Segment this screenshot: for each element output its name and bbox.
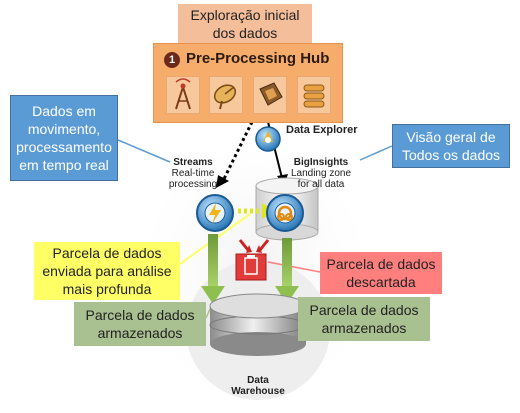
stored-right-line-2: armazenados xyxy=(321,320,407,336)
deep-analysis-callout: Parcela de dados enviada para análise ma… xyxy=(34,242,180,300)
deep-line-2: enviada para análise xyxy=(42,263,172,279)
stored-data-right-callout: Parcela de dados armazenados xyxy=(298,297,430,341)
biginsights-callout-connector xyxy=(359,145,393,161)
stored-left-line-1: Parcela de dados xyxy=(85,307,195,323)
discarded-data-callout: Parcela de dados descartada xyxy=(320,252,442,294)
moving-line-4: em tempo real xyxy=(19,157,109,173)
biginsights-line-3: for all data xyxy=(297,179,345,190)
title-line-1: Exploração inicial xyxy=(190,7,300,23)
data-overview-callout: Visão geral de Todos os dados xyxy=(392,124,510,168)
data-explorer-label: Data Explorer xyxy=(286,124,358,136)
streams-line-2: Real-time xyxy=(171,168,215,179)
streams-gear-icon xyxy=(196,194,234,232)
stored-right-line-1: Parcela de dados xyxy=(309,302,419,318)
moving-line-2: movimento, xyxy=(27,121,101,137)
moving-line-3: processamento xyxy=(16,139,112,155)
discarded-line-1: Parcela de dados xyxy=(326,256,436,272)
scroll-document-icon xyxy=(297,76,331,114)
streams-callout-connector xyxy=(117,139,171,163)
data-explorer-gear-icon xyxy=(255,126,281,152)
trash-can-icon xyxy=(235,253,267,281)
biginsights-title: BigInsights xyxy=(293,157,349,168)
data-warehouse-icon xyxy=(209,293,307,356)
warehouse-line-2: Warehouse xyxy=(231,386,285,397)
data-warehouse-label: Data Warehouse xyxy=(218,375,298,397)
moving-line-1: Dados em xyxy=(32,103,96,119)
satellite-dish-icon xyxy=(209,76,243,114)
pre-processing-hub: 1 Pre-Processing Hub xyxy=(153,43,343,123)
title-line-2: dos dados xyxy=(212,25,278,41)
hub-to-streams-arrow xyxy=(220,121,254,184)
warehouse-line-1: Data xyxy=(247,375,269,386)
discarded-line-2: descartada xyxy=(346,274,416,290)
radio-tower-icon xyxy=(166,76,200,114)
initial-exploration-title: Exploração inicial dos dados xyxy=(178,4,312,44)
discard-callout-connector xyxy=(267,261,321,273)
overview-line-2: Todos os dados xyxy=(401,147,501,163)
streams-line-3: processing xyxy=(168,179,218,190)
stored-left-line-2: armazenados xyxy=(97,325,183,341)
data-in-motion-callout: Dados em movimento, processamento em tem… xyxy=(10,95,118,181)
discard-arrows xyxy=(238,239,270,253)
streams-title: Streams xyxy=(173,157,213,168)
deep-line-1: Parcela de dados xyxy=(52,245,162,261)
chip-icon xyxy=(253,76,287,114)
hub-title: Pre-Processing Hub xyxy=(186,50,330,67)
deep-line-3: mais profunda xyxy=(62,281,152,297)
biginsights-gear-icon xyxy=(266,194,304,232)
biginsights-label: BigInsights Landing zone for all data xyxy=(286,157,356,190)
stored-data-left-callout: Parcela de dados armazenados xyxy=(74,302,206,346)
biginsights-to-warehouse-arrow xyxy=(275,238,299,304)
biginsights-line-2: Landing zone xyxy=(290,168,352,179)
streams-label: Streams Real-time processing xyxy=(160,157,226,190)
hub-number-badge: 1 xyxy=(164,52,180,68)
streams-to-warehouse-arrow xyxy=(201,234,225,304)
overview-line-1: Visão geral de xyxy=(406,129,496,145)
